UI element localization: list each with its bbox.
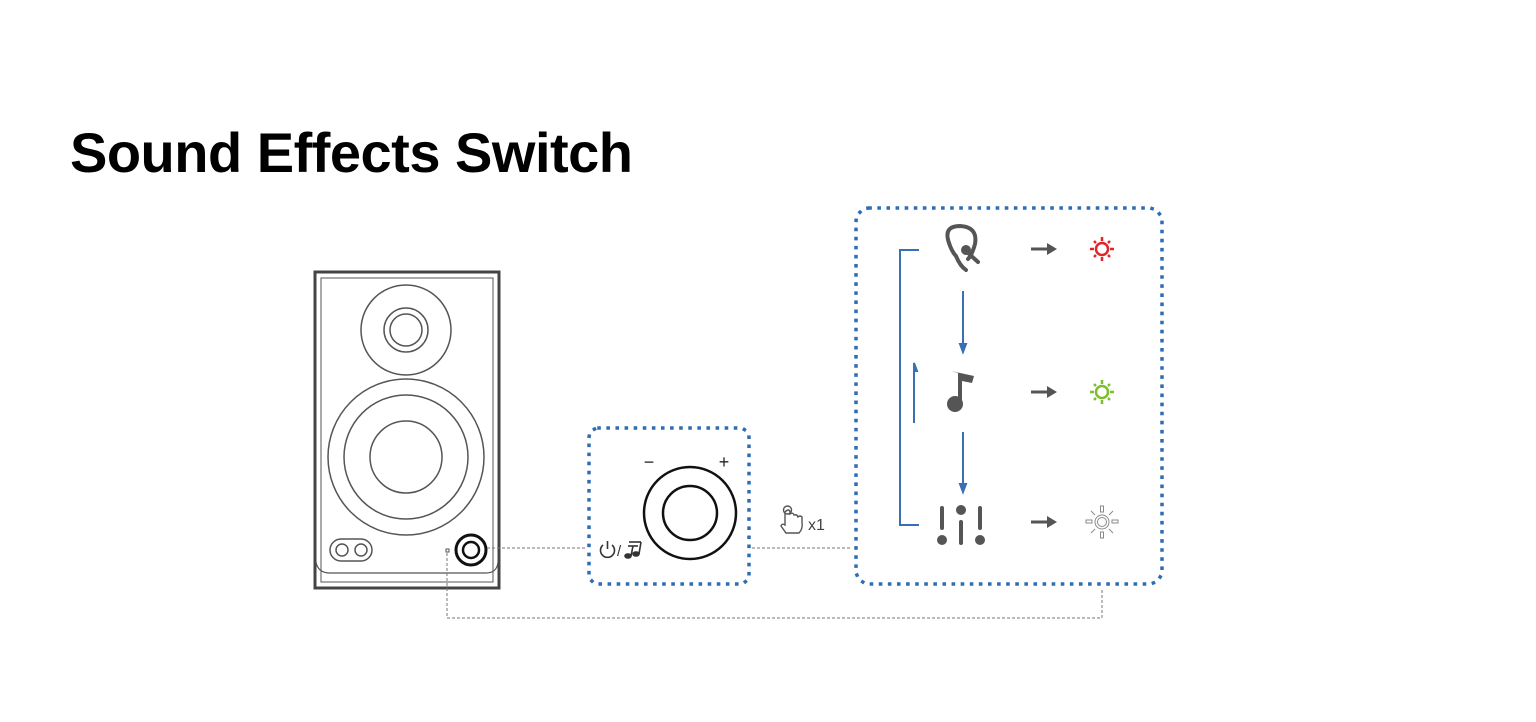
tweeter	[360, 284, 452, 376]
cycle-arrows	[899, 249, 968, 526]
equalizer-icon	[937, 505, 985, 545]
press-count-label: x1	[808, 517, 825, 534]
arrow-right-icon	[1031, 243, 1057, 255]
volume-down-label: −	[644, 452, 655, 472]
volume-knob[interactable]	[642, 465, 738, 561]
speaker-knob[interactable]	[454, 533, 488, 567]
finger-press-icon	[780, 505, 803, 534]
separator: /	[617, 543, 622, 560]
led-off-icon	[1085, 505, 1119, 539]
music-note-icon	[947, 371, 974, 412]
mode-row-music	[947, 371, 1114, 412]
ear-icon	[945, 223, 980, 272]
arrow-right-icon	[1031, 516, 1057, 528]
led-red-icon	[1090, 237, 1114, 261]
speaker-illustration	[313, 270, 501, 590]
volume-up-label: +	[719, 452, 730, 472]
led-green-icon	[1090, 380, 1114, 404]
knob-panel: − + /	[587, 426, 751, 586]
music-notes-icon	[624, 541, 642, 559]
power-icon	[599, 541, 616, 559]
input-jacks	[329, 538, 373, 562]
mode-row-eq	[937, 505, 1119, 545]
press-action: x1	[780, 505, 825, 534]
connector-lines	[446, 547, 1103, 619]
mode-panel	[854, 206, 1164, 586]
page-title: Sound Effects Switch	[70, 121, 633, 184]
woofer	[327, 378, 485, 536]
mode-row-vocal	[945, 223, 1114, 272]
arrow-right-icon	[1031, 386, 1057, 398]
led-indicator	[445, 548, 450, 553]
